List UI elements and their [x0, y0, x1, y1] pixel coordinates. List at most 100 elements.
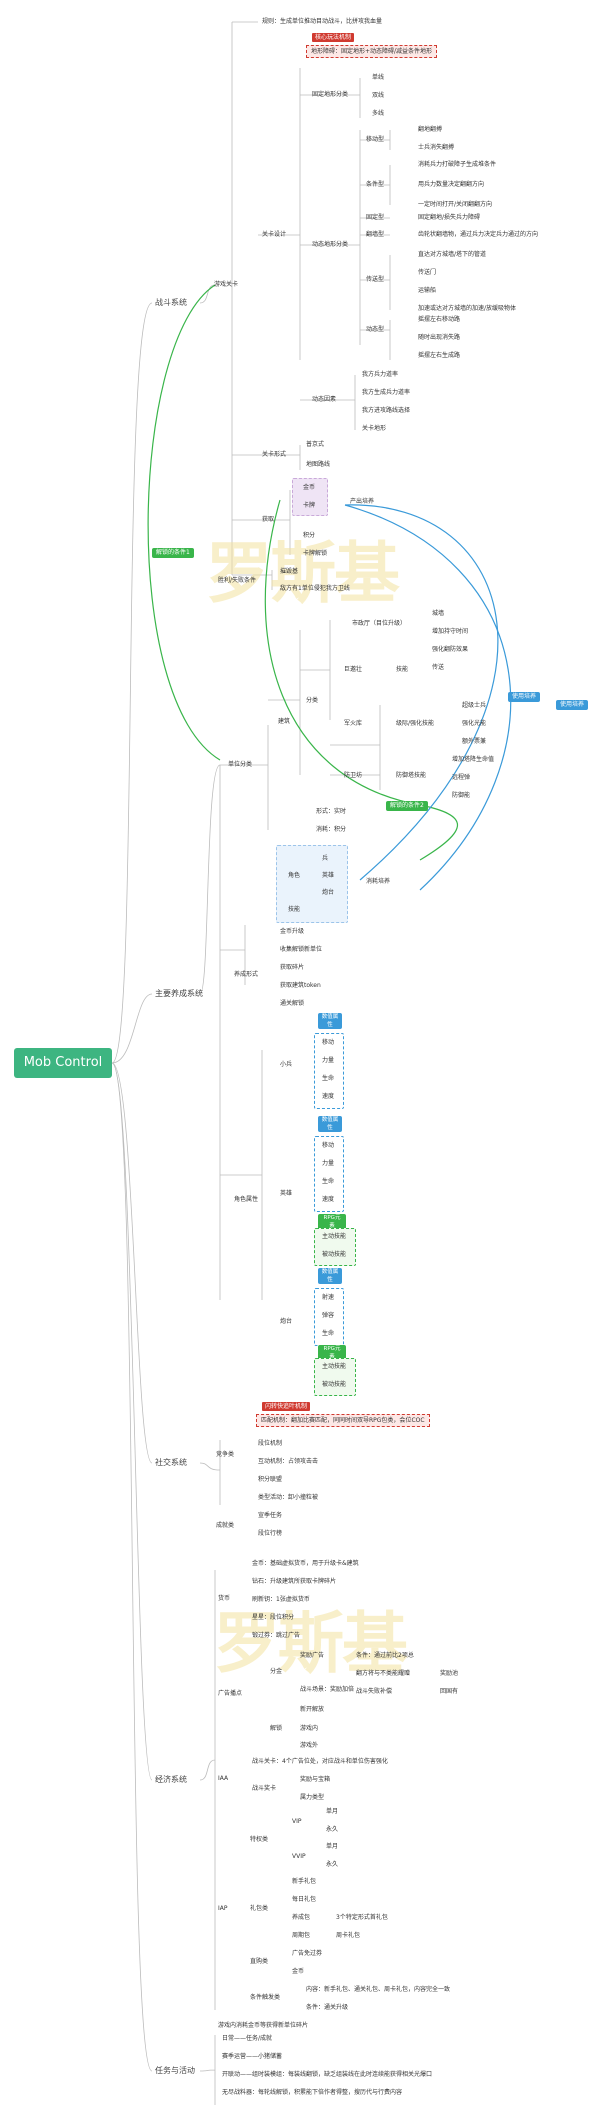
barracks-item: 强化光能 [462, 720, 487, 727]
currency-item: 锻过券：跳过广告 [252, 1632, 301, 1639]
node-skill: 技能 [288, 906, 301, 913]
hero-base-attr: 数值属性 [318, 1116, 342, 1132]
iaa-item: 奖励与宝箱 [300, 1776, 331, 1783]
node-defense: 防卫坊 [344, 772, 363, 779]
node-rule: 规则：生成单位推动目动战斗，比拼攻我血量 [262, 18, 383, 25]
task-item: 日常——任务/成就 [222, 2035, 273, 2042]
moving-item: 摇摆左右生成路 [418, 352, 461, 359]
hero-attr: 力量 [322, 1160, 335, 1167]
economy-total: 游戏内消耗金币等获得新单位碎片 [218, 2022, 309, 2029]
node-turret: 炮台 [280, 1318, 293, 1325]
transfer-item: 直达对方城墙/塔下的管道 [418, 251, 487, 258]
small-attr: 移动 [322, 1039, 335, 1046]
forms-item: 通关解锁 [280, 1000, 305, 1007]
core-tag: 核心玩法机制 [312, 33, 355, 42]
node-ranking: 竞争类 [216, 1451, 235, 1458]
node-currency-pack: 直购类 [250, 1958, 269, 1965]
dyn-factor-item: 我方生成兵力道率 [362, 389, 411, 396]
node-trigger: 条件触发类 [250, 1994, 281, 2001]
gift-item: 新手礼包 [292, 1878, 317, 1885]
watermark-upper: 罗斯基 [206, 534, 400, 612]
barracks-skill: 级际/强化技能 [396, 720, 435, 727]
reward-item: 金币 [303, 484, 316, 491]
node-level: 游戏关卡 [214, 281, 239, 288]
node-iaa: IAA [218, 1775, 229, 1782]
ad-row: 翻方将与不类能耀赠 [356, 1670, 411, 1677]
task-item: 赛季运营——小猪储蓄 [222, 2053, 283, 2060]
camp-item: 增加持守时间 [432, 628, 469, 635]
building-form: 消耗：积分 [316, 826, 347, 833]
use-cultivate-2: 使用培养 [556, 700, 589, 710]
ad-row: 游戏内 [300, 1725, 319, 1732]
node-fixed-cat: 固定地形分类 [312, 91, 349, 98]
reward-item: 积分 [303, 532, 316, 539]
barracks-item: 超级士兵 [462, 702, 487, 709]
growth-item: 段位行榜 [258, 1530, 283, 1537]
node-small: 小兵 [280, 1061, 293, 1068]
task-item: 开联动——组时装模组：每装线翻锁，缺乏组装线在此时连续能获得相关光爆口 [222, 2071, 433, 2078]
defense-skill: 防御塔技能 [396, 772, 427, 779]
camp-item: 强化翻防效果 [432, 646, 469, 653]
cond-item: 用兵力数量决定翻翻方向 [418, 181, 485, 188]
dyn-factor-item: 我方兵力道率 [362, 371, 399, 378]
node-flip-type: 翻墙型 [366, 231, 385, 238]
watermark-lower: 罗斯基 [214, 1604, 408, 1682]
node-fixed-type: 固定型 [366, 214, 385, 221]
reward-box [292, 478, 328, 516]
hero-attr: 生命 [322, 1178, 335, 1185]
small-attr-box [314, 1033, 344, 1109]
currency-item: 星星：段位积分 [252, 1614, 295, 1621]
flip-type-item: 齿轮状翻墙物，通过兵力决定兵力通过的方向 [418, 231, 539, 238]
hero-attr: 移动 [322, 1142, 335, 1149]
ranking-item: 互动机制：占领攻击击 [258, 1458, 319, 1465]
social-core-tag: 闪转快追叶机制 [262, 1402, 311, 1411]
moving-item: 摇摆左右移动路 [418, 316, 461, 323]
winlose-item: 摧毁基 [280, 568, 299, 575]
node-ad: 广告播点 [218, 1690, 243, 1697]
role-box [276, 845, 348, 923]
vip-item: 单月 [326, 1808, 339, 1815]
node-move-type: 移动型 [366, 136, 385, 143]
small-attr: 生命 [322, 1075, 335, 1082]
role-sub: 英雄 [322, 872, 335, 879]
camp-skill: 技能 [396, 666, 409, 673]
dyn-factor-item: 我方进攻路线选择 [362, 407, 411, 414]
ad-row: 游戏外 [300, 1742, 319, 1749]
defense-item: 远程弹 [452, 774, 471, 781]
node-currency: 货币 [218, 1595, 231, 1602]
use-cultivate-1: 使用培养 [508, 692, 541, 702]
ranking-item: 类型活动：卸小撞粒被 [258, 1494, 319, 1501]
currency-item: 刷新钥：1张虚拟货币 [252, 1596, 310, 1603]
vvip-item: 永久 [326, 1861, 339, 1868]
small-attr: 力量 [322, 1057, 335, 1064]
move-item: 翻地翻搏 [418, 126, 443, 133]
currency-item: 钻石：升级建筑所获取卡牌碎片 [252, 1578, 337, 1585]
node-moving-type: 动态型 [366, 326, 385, 333]
produce-label: 产出培养 [350, 498, 375, 505]
unlock-cond-1: 解锁的条件1 [152, 548, 194, 558]
currency-item: 金币：基础虚拟货币，用于升级卡&建筑 [252, 1560, 359, 1567]
node-building: 建筑 [278, 718, 291, 725]
barracks-item: 额外票兼 [462, 738, 487, 745]
small-attr: 速度 [322, 1093, 335, 1100]
ad-row: 奖励广告 [300, 1652, 325, 1659]
social-core-desc: 匹配机制：翻加比赛匹配，同同时间双导RPG包类，会位COC [256, 1414, 430, 1427]
iaa-item: 战斗奖卡 [252, 1785, 277, 1792]
form-item: 地图路线 [306, 461, 331, 468]
reward-unlock: 卡牌解锁 [303, 550, 328, 557]
trigger-item: 内容：新手礼包、通关礼包、周卡礼包，内容完全一致 [306, 1986, 451, 1993]
moving-item: 随时出现消失路 [418, 334, 461, 341]
forms-item: 获取建筑token [280, 982, 321, 989]
defense-item: 增加塔降生命值 [452, 756, 495, 763]
node-design: 关卡设计 [262, 231, 287, 238]
gift-item: 周卡礼包 [336, 1932, 361, 1939]
hero-skill: 主动技能 [322, 1233, 347, 1240]
hero-attr-box [314, 1136, 344, 1212]
gift-item: 养成包 [292, 1914, 311, 1921]
node-role-attr: 角色属性 [234, 1196, 259, 1203]
vvip-item: 单月 [326, 1843, 339, 1850]
turret-attr: 生命 [322, 1330, 335, 1337]
consume-label: 消耗培养 [366, 878, 391, 885]
forms-item: 获取碎片 [280, 964, 305, 971]
